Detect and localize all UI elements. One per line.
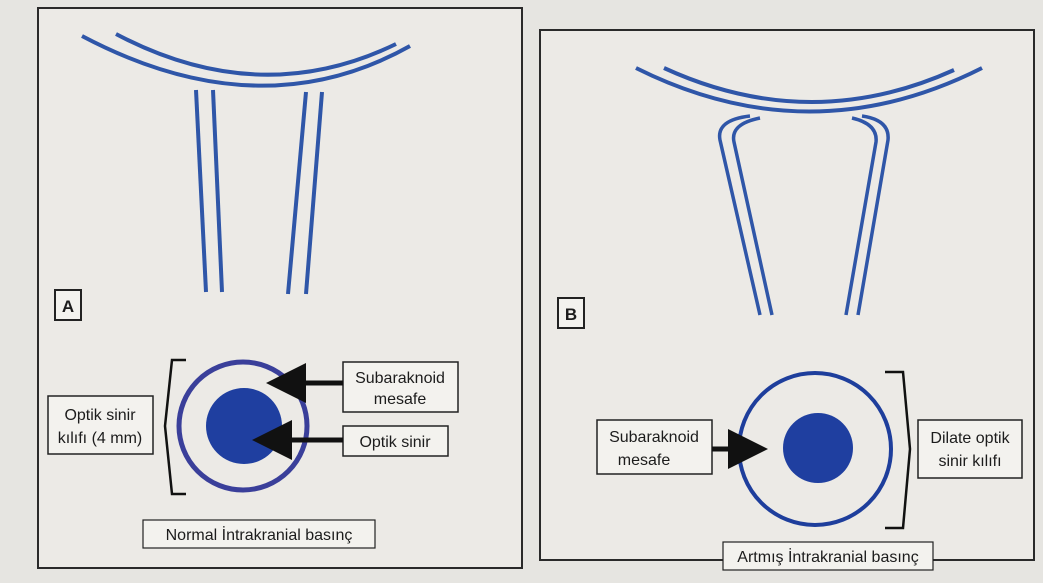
panel-a-caption: Normal İntrakranial basınç [166, 525, 353, 544]
panel-a-letter: A [62, 297, 74, 316]
panel-b-subarachnoid-line1: Subaraknoid [609, 429, 699, 446]
panel-b-subarachnoid-line2: mesafe [618, 452, 671, 469]
panel-b-letter: B [565, 305, 577, 324]
panel-a: A Optik sinir kılıfı (4 mm) Subaraknoid … [38, 8, 522, 568]
panel-b-caption: Artmış İntrakranial basınç [737, 547, 918, 566]
panel-a-optic-nerve-label: Optik sinir [359, 434, 431, 451]
panel-b-dilated-line1: Dilate optik [930, 430, 1010, 447]
panel-a-optic-nerve-disc [206, 388, 282, 464]
panel-b-dilated-line2: sinir kılıfı [938, 453, 1001, 470]
panel-a-sheath-label-line1: Optik sinir [64, 407, 136, 424]
panel-b-optic-nerve-disc [783, 413, 853, 483]
panel-a-subarachnoid-line1: Subaraknoid [355, 370, 445, 387]
panel-a-frame [38, 8, 522, 568]
panel-a-sheath-label-line2: kılıfı (4 mm) [58, 430, 142, 447]
panel-b: B Subaraknoid mesafe Dilate optik sinir … [540, 30, 1034, 570]
panel-a-subarachnoid-line2: mesafe [374, 391, 427, 408]
